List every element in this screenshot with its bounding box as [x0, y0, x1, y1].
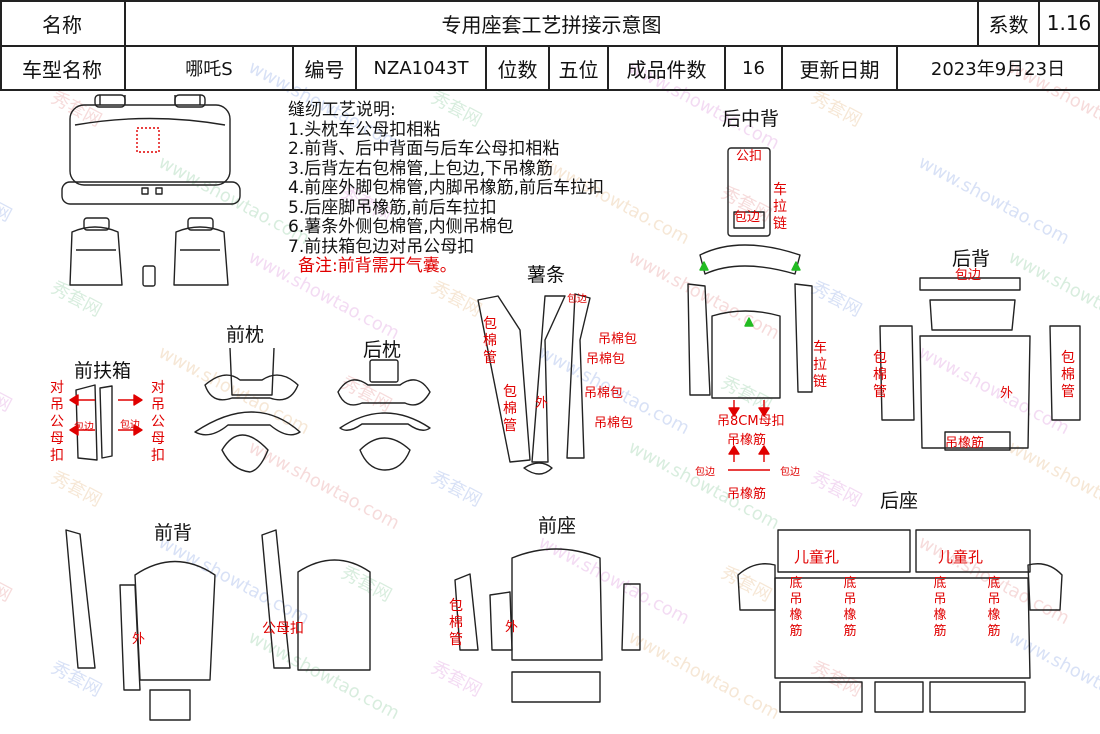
label-fries: 薯条	[527, 264, 566, 286]
ann-front-back-outer: 外	[132, 632, 146, 647]
rear-seat-pattern	[737, 529, 1063, 713]
note-6: 6.薯条外侧包棉管,内侧吊棉包	[288, 217, 514, 237]
ann-fries-wrap: 包边	[567, 294, 587, 305]
date-label: 更新日期	[799, 57, 880, 82]
note-7: 7.前扶箱包边对吊公母扣	[288, 236, 475, 257]
seat-label: 位数	[497, 57, 538, 82]
ann-male-female-buckle: 公母扣	[262, 621, 304, 637]
ann-mid-wrap-edge: 包边	[734, 210, 761, 225]
ann-bottom-elastic-3: 底吊橡筋	[933, 576, 947, 639]
ann-zip-top: 车拉链	[773, 182, 787, 232]
sewing-notes: 缝纫工艺说明: 1.头枕车公母扣相粘 2.前背、后中背面与后车公母扣相粘 3.后…	[288, 100, 605, 277]
ann-hang-elastic-2: 吊橡筋	[727, 487, 767, 502]
ann-rear-back-elastic: 吊橡筋	[945, 436, 985, 451]
ann-hang-elastic-1: 吊橡筋	[727, 433, 767, 448]
label-front-armrest: 前扶箱	[74, 360, 132, 382]
document-title: 专用座套工艺拼接示意图	[441, 12, 662, 37]
ann-bottom-elastic-1: 底吊橡筋	[789, 576, 803, 639]
header-table: 名称 专用座套工艺拼接示意图 系数 1.16 车型名称 哪吒S 编号 NZA10…	[0, 0, 1100, 91]
note-4: 4.前座外脚包棉管,内脚吊橡筋,前后车拉扣	[288, 178, 605, 198]
notes-remark: 备注:前背需开气囊。	[298, 256, 457, 276]
ann-bottom-elastic-4: 底吊橡筋	[987, 576, 1001, 639]
ann-armrest-right: 对吊公母扣	[151, 380, 165, 464]
ann-male-buckle: 公扣	[736, 149, 763, 164]
ann-hang-cotton-3: 吊棉包	[584, 386, 624, 401]
ann-child-hole-1: 儿童孔	[794, 548, 840, 566]
rear-back-pattern	[879, 277, 1081, 451]
label-front-headrest: 前枕	[226, 324, 265, 346]
ann-bottom-elastic-2: 底吊橡筋	[843, 576, 857, 639]
seat-value: 五位	[558, 57, 599, 82]
coef-label: 系数	[988, 12, 1029, 37]
ann-hang-8cm: 吊8CM母扣	[717, 414, 785, 429]
ann-front-seat-outer: 外	[505, 620, 519, 635]
code-label: 编号	[304, 57, 345, 82]
green-markers	[699, 261, 801, 327]
model-label: 车型名称	[22, 57, 102, 82]
ann-wrap-left: 包边	[695, 467, 715, 478]
ann-rear-back-wrap: 包边	[955, 268, 982, 283]
ann-hang-cotton-1: 吊棉包	[598, 332, 638, 347]
ann-wrap-right: 包边	[780, 467, 800, 478]
ann-zip-right: 车拉链	[813, 340, 827, 390]
fries-strip-pattern	[477, 293, 591, 475]
note-3: 3.后背左右包棉管,上包边,下吊橡筋	[288, 158, 554, 179]
red-arrows	[69, 394, 770, 471]
ann-cotton-left: 包棉管	[873, 350, 887, 400]
front-back-pattern	[65, 529, 371, 721]
rear-mid-back-pattern	[687, 147, 813, 399]
ann-child-hole-2: 儿童孔	[938, 548, 984, 566]
ann-fries-outer: 外	[535, 396, 549, 411]
label-rear-back: 后背	[952, 248, 991, 270]
rear-headrest-pattern	[337, 359, 431, 471]
seat-overview-illustration	[61, 94, 241, 287]
note-1: 1.头枕车公母扣相粘	[288, 119, 441, 140]
pieces-value: 16	[742, 57, 765, 79]
ann-fries-cotton: 包棉管	[503, 384, 517, 434]
ann-front-seat-cotton: 包棉管	[449, 598, 463, 648]
front-seat-pattern	[454, 548, 641, 703]
note-2: 2.前背、后中背面与后车公母扣相粘	[288, 139, 560, 159]
code-value: NZA1043T	[373, 57, 469, 79]
ann-cotton-right: 包棉管	[1061, 350, 1075, 400]
pieces-label: 成品件数	[626, 57, 707, 82]
label-rear-headrest: 后枕	[363, 339, 402, 361]
front-headrest-pattern	[194, 347, 301, 473]
ann-hang-cotton-2: 吊棉包	[586, 352, 626, 367]
label-front-back: 前背	[154, 522, 193, 544]
ann-fries-wrap-cotton: 包棉管	[483, 316, 497, 366]
label-rear-seat: 后座	[880, 490, 919, 512]
note-5: 5.后座脚吊橡筋,前后车拉扣	[288, 197, 497, 218]
notes-title: 缝纫工艺说明:	[288, 100, 396, 120]
date-value: 2023年9月23日	[930, 59, 1066, 80]
model-value: 哪吒S	[185, 59, 233, 80]
ann-armrest-wrap-2: 包边	[120, 420, 140, 431]
label-rear-mid-back: 后中背	[722, 108, 780, 130]
ann-armrest-wrap-1: 包边	[74, 422, 94, 433]
ann-armrest-left: 对吊公母扣	[50, 380, 64, 464]
label-front-seat: 前座	[538, 515, 577, 537]
name-label: 名称	[42, 12, 82, 37]
coef-value: 1.16	[1046, 11, 1092, 35]
ann-hang-cotton-4: 吊棉包	[594, 416, 634, 431]
ann-rear-back-outer: 外	[1000, 386, 1014, 401]
